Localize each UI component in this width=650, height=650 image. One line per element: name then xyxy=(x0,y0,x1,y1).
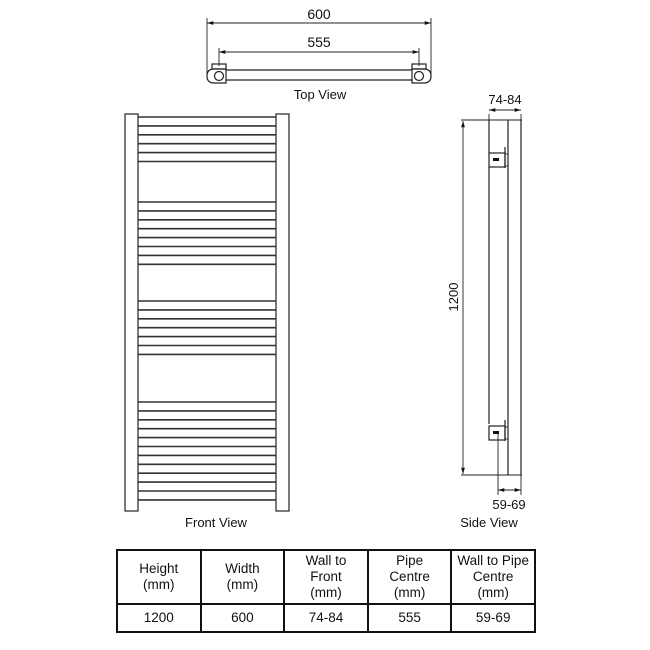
header-line: Wall to Pipe xyxy=(457,553,529,568)
table-cell: 59-69 xyxy=(450,603,536,633)
header-line: Height xyxy=(139,561,179,576)
header-line: (mm) xyxy=(477,585,509,600)
table-header-cell: Height(mm) xyxy=(116,549,202,605)
dim-600-label: 600 xyxy=(307,6,331,22)
header-line: Wall to xyxy=(305,553,347,568)
header-line: Centre xyxy=(389,569,430,584)
header-line: (mm) xyxy=(310,585,342,600)
front-view: Front View xyxy=(124,113,290,530)
header-line: Front xyxy=(310,569,342,584)
header-line: (mm) xyxy=(226,577,259,592)
table-cell: 1200 xyxy=(116,603,202,633)
towel-bars xyxy=(138,116,276,501)
header-line: (mm) xyxy=(143,577,175,592)
dim-1200-label: 1200 xyxy=(446,283,461,312)
front-view-label: Front View xyxy=(185,515,248,530)
side-view: 74-84 1200 59-69 Side View xyxy=(446,92,526,530)
top-view: 600 555 Top View xyxy=(206,6,432,102)
header-line: Centre xyxy=(472,569,514,584)
dim-555-label: 555 xyxy=(307,34,331,50)
top-view-label: Top View xyxy=(294,87,347,102)
table-cell: 600 xyxy=(199,603,286,633)
table-cell: 555 xyxy=(366,603,453,633)
table-cell: 74-84 xyxy=(283,603,369,633)
side-view-label: Side View xyxy=(460,515,518,530)
header-line: Width xyxy=(225,561,260,576)
header-line: Pipe xyxy=(396,553,424,568)
table-header-cell: Width(mm) xyxy=(199,549,286,605)
right-upright xyxy=(275,113,290,512)
header-line: (mm) xyxy=(393,585,426,600)
left-upright xyxy=(124,113,139,512)
dim-59-69-label: 59-69 xyxy=(492,497,525,512)
dim-74-84-label: 74-84 xyxy=(488,92,521,107)
